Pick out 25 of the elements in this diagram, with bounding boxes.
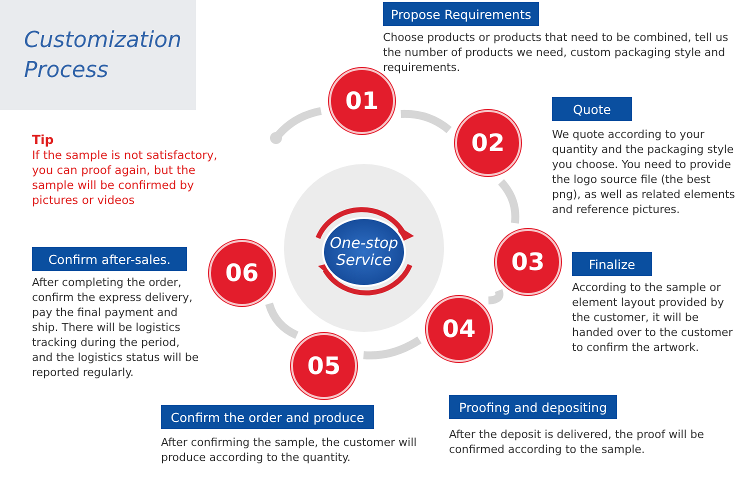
step-description: After confirming the sample, the customer will produce according to the quantity.	[161, 435, 418, 465]
step-description: We quote according to your quantity and the packaging style you choose. You need to provide the logo source file (the best png), as well as related elements and reference pictures.	[552, 127, 736, 217]
step-number-circle: 04	[426, 296, 492, 362]
step-heading: Proofing and depositing	[449, 395, 617, 419]
step-heading: Confirm after-sales.	[32, 247, 187, 271]
step-heading: Propose Requirements	[383, 2, 539, 26]
ring-connector	[488, 289, 504, 304]
step-heading: Finalize	[572, 252, 652, 276]
step-heading: Confirm the order and produce	[161, 405, 374, 429]
step-heading: Quote	[552, 97, 632, 121]
ring-connector	[498, 179, 520, 224]
ring-connector	[363, 336, 422, 360]
ring-connector-end	[270, 107, 322, 144]
step-description: After completing the order, confirm the express delivery, pay the final payment and ship. There will be logistics tracking during the period, and the logistics status will be reported regularly.	[32, 275, 200, 380]
tip-text: If the sample is not satisfactory, you can proof again, but the sample will be confirmed by pictures or videos	[32, 148, 218, 208]
ring-connector	[400, 110, 452, 134]
tip-heading: Tip	[32, 132, 55, 147]
step-number-circle: 02	[455, 110, 521, 176]
ring-connector	[265, 302, 299, 339]
step-number-circle: 05	[291, 333, 357, 399]
step-description: After the deposit is delivered, the proof will be confirmed according to the sample.	[449, 427, 706, 457]
title: Customization Process	[24, 27, 183, 85]
step-number-circle: 03	[495, 229, 561, 295]
step-number-circle: 06	[209, 240, 275, 306]
step-description: According to the sample or element layout provided by the customer, it will be handed over to the customer to confirm the artwork.	[572, 280, 734, 355]
